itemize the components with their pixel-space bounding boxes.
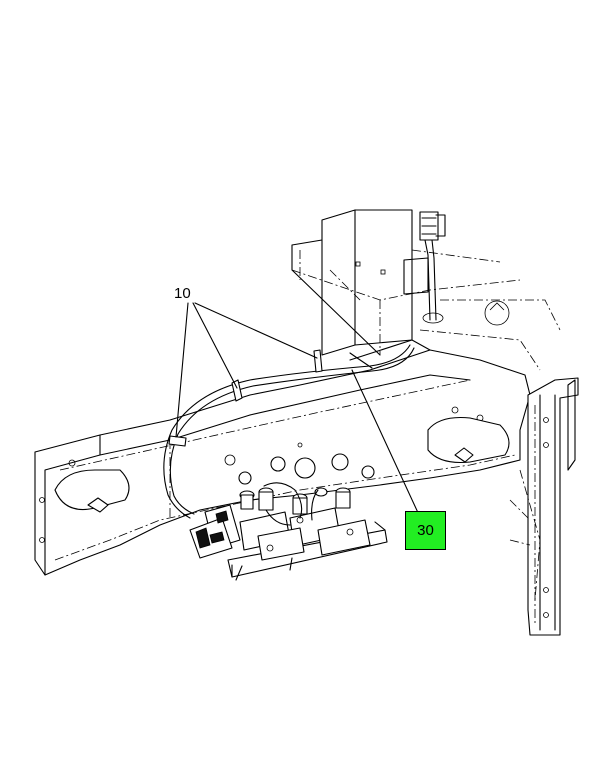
leader-lines: [175, 302, 427, 531]
valve-manifold: [189, 482, 388, 581]
cable-tie-2: [313, 349, 323, 373]
upper-cab-structure: [291, 209, 561, 371]
wire-harness: [163, 344, 415, 519]
frame-rail: [34, 349, 531, 576]
cable-tie-1: [231, 379, 243, 402]
callout-box-30: 30: [405, 511, 446, 550]
electrical-connector: [419, 211, 446, 321]
cable-ties: [168, 349, 323, 447]
callout-label-10: 10: [174, 285, 191, 302]
callout-label-30: 30: [417, 522, 434, 539]
vertical-bracket: [509, 377, 579, 636]
cable-tie-3: [168, 435, 187, 447]
